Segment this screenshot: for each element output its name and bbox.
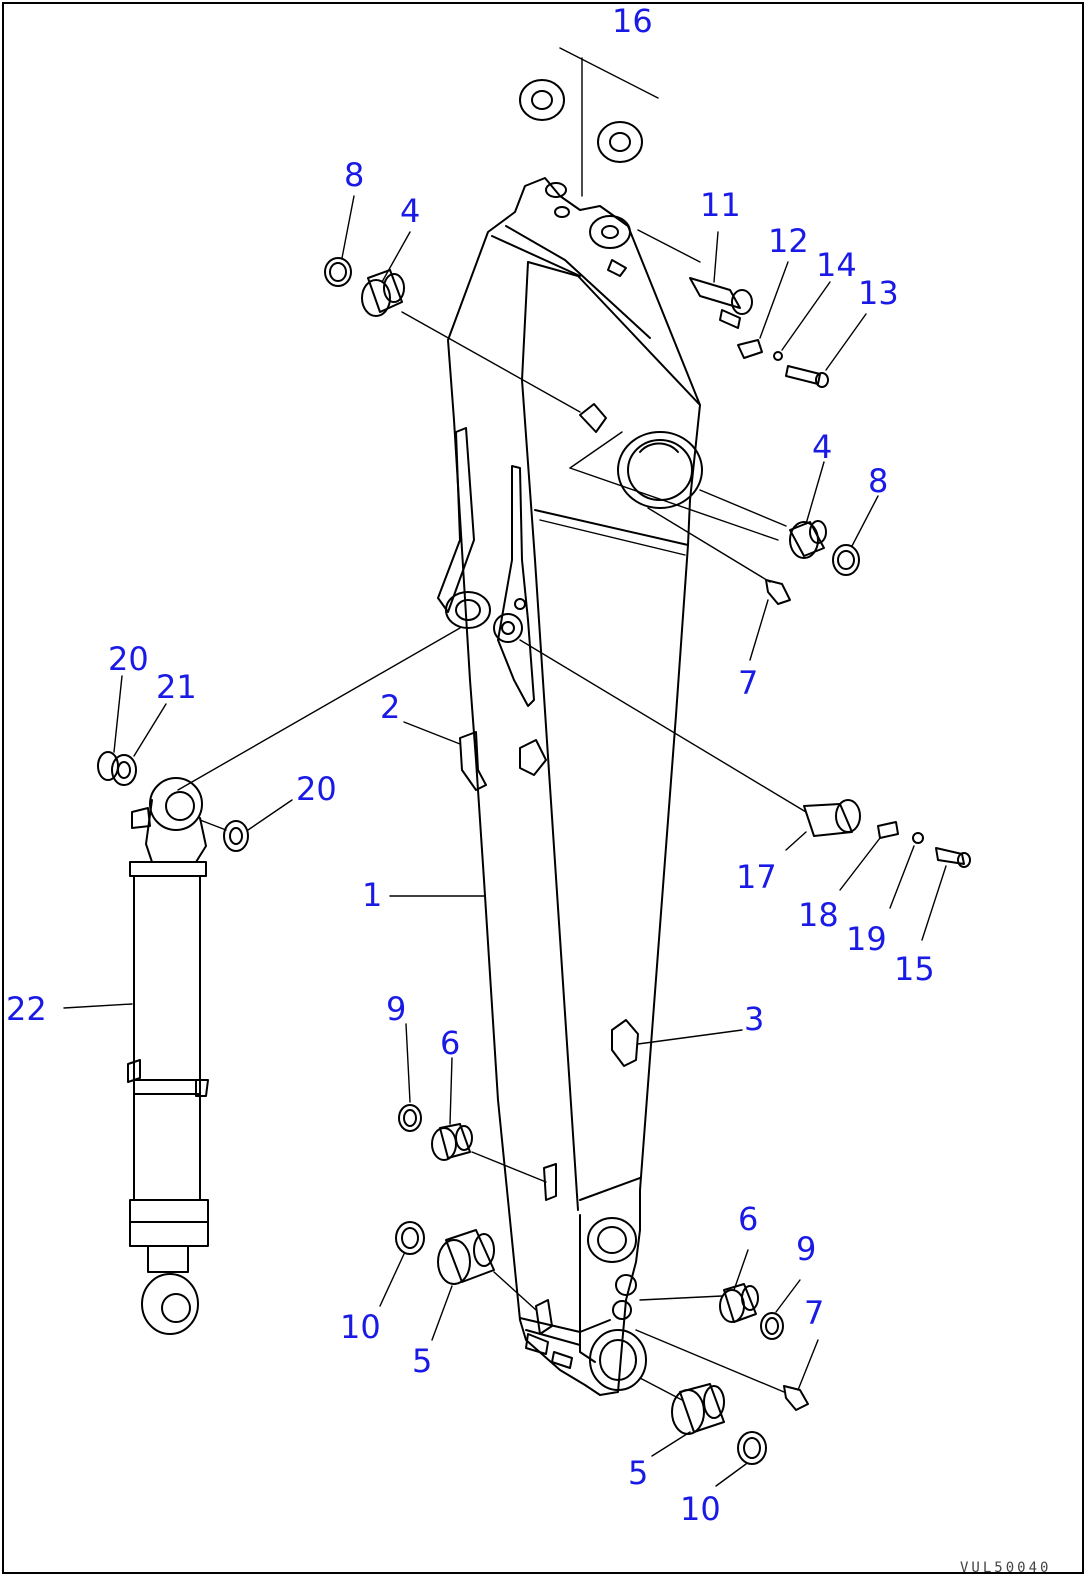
callout-22: 22 bbox=[6, 990, 47, 1028]
plate-12 bbox=[737, 339, 763, 359]
callout-11: 11 bbox=[700, 186, 741, 224]
ring-10-upper bbox=[395, 1221, 425, 1255]
bushing-6-lower bbox=[719, 1283, 759, 1323]
drawing-code: VUL50040 bbox=[960, 1560, 1051, 1576]
callout-3: 3 bbox=[744, 1000, 764, 1038]
grease-fitting-7-lower bbox=[783, 1385, 809, 1411]
hydraulic-cylinder bbox=[127, 777, 209, 1335]
callout-10-upper: 10 bbox=[340, 1308, 381, 1346]
ring-9-lower bbox=[760, 1312, 784, 1340]
callout-19: 19 bbox=[846, 920, 887, 958]
callout-10-lower: 10 bbox=[680, 1490, 721, 1528]
callout-8-lower: 8 bbox=[868, 462, 888, 500]
shim-15 bbox=[519, 79, 643, 163]
washer-14 bbox=[773, 351, 783, 361]
callout-15: 16 bbox=[612, 2, 653, 40]
bushing-5-upper bbox=[437, 1229, 495, 1285]
callout-17: 18 bbox=[798, 896, 839, 934]
callout-7-lower: 7 bbox=[804, 1294, 824, 1332]
assembly-lines bbox=[177, 47, 807, 1401]
callout-21: 21 bbox=[156, 668, 197, 706]
bolt-13 bbox=[785, 365, 829, 388]
bushing-4-upper bbox=[361, 269, 405, 317]
arm-body bbox=[437, 177, 703, 1396]
ring-9-upper bbox=[398, 1104, 422, 1132]
callout-14: 14 bbox=[816, 246, 857, 284]
callout-16: 17 bbox=[736, 858, 777, 896]
callout-2: 2 bbox=[380, 688, 400, 726]
callout-9-upper: 9 bbox=[386, 990, 406, 1028]
grease-fitting-7-upper bbox=[765, 579, 791, 605]
plate-17 bbox=[877, 821, 899, 839]
bushing-4-lower bbox=[789, 520, 827, 559]
callout-6-upper: 6 bbox=[440, 1024, 460, 1062]
callout-18: 15 bbox=[894, 950, 935, 988]
bushing-6-upper bbox=[431, 1123, 473, 1161]
callout-20-lower: 20 bbox=[296, 770, 337, 808]
callout-1: 1 bbox=[362, 876, 382, 914]
callout-13: 13 bbox=[858, 274, 899, 312]
bushing-5-lower bbox=[671, 1383, 725, 1435]
pin-11 bbox=[689, 277, 753, 329]
ring-10-lower bbox=[737, 1431, 767, 1465]
callout-12: 12 bbox=[768, 222, 809, 260]
leader-lines bbox=[63, 195, 947, 1487]
pin-16 bbox=[803, 799, 861, 837]
callout-5-lower: 5 bbox=[628, 1454, 648, 1492]
callout-5-upper: 5 bbox=[412, 1342, 432, 1380]
ring-8-upper bbox=[324, 257, 352, 287]
callout-8-upper: 8 bbox=[344, 156, 364, 194]
ring-8-lower bbox=[832, 544, 860, 576]
callout-7-upper: 7 bbox=[738, 664, 758, 702]
callout-labels: 16 8 4 11 12 14 13 4 8 7 20 21 2 20 17 1… bbox=[6, 2, 935, 1528]
callout-20-upper: 20 bbox=[108, 640, 149, 678]
callout-9-lower: 9 bbox=[796, 1230, 816, 1268]
callout-4-upper: 4 bbox=[400, 192, 420, 230]
washer-20 bbox=[223, 820, 249, 852]
callout-6-lower: 6 bbox=[738, 1200, 758, 1238]
washer-19 bbox=[912, 832, 924, 844]
bolt-18 bbox=[935, 847, 971, 868]
callout-4-lower: 4 bbox=[812, 428, 832, 466]
washer-20-21 bbox=[97, 751, 137, 786]
